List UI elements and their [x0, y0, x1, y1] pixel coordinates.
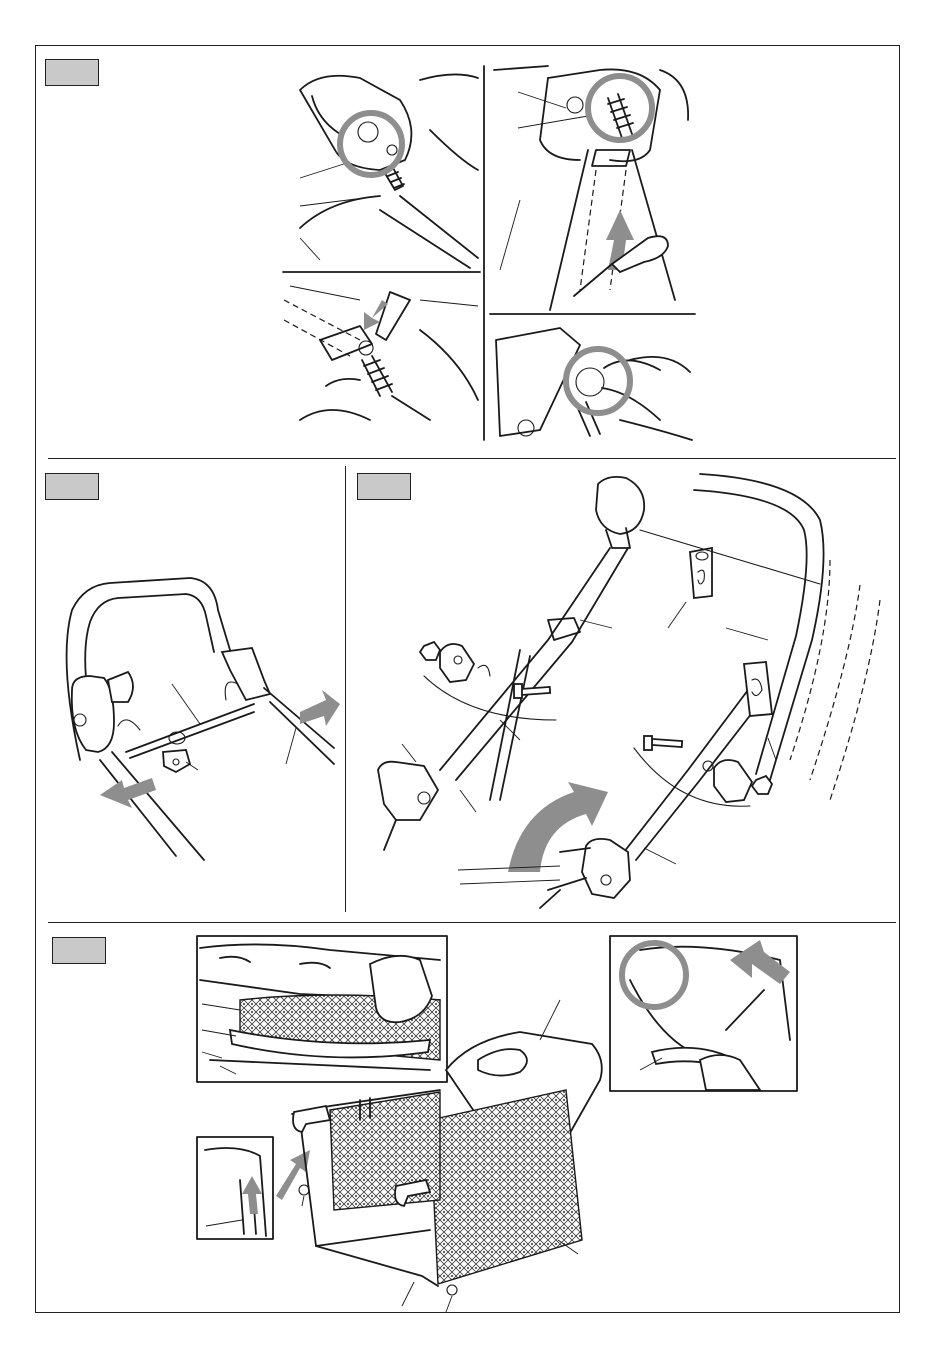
- cable-clip-icon: [163, 750, 190, 772]
- grass-bag-icon: [292, 1032, 602, 1295]
- wing-nut-icon: [752, 776, 772, 794]
- direction-arrow-icon: [364, 300, 388, 330]
- step-4-illustration: [197, 936, 797, 1312]
- hook-insertion-view: [284, 286, 478, 420]
- spring-mount-view: [300, 74, 478, 268]
- step-1-illustration: [283, 66, 695, 440]
- hooked-spring-view: [496, 328, 692, 440]
- bolt-icon: [652, 739, 682, 747]
- step-3-illustration: [378, 474, 880, 908]
- magnifier-ring-icon: [622, 943, 686, 1007]
- wing-nut-icon: [714, 760, 752, 802]
- hand-icon: [370, 956, 432, 1022]
- bolt-icon: [520, 687, 550, 695]
- wing-nut-icon: [420, 642, 440, 660]
- direction-arrow-icon: [300, 690, 340, 726]
- step-2-illustration: [67, 578, 340, 860]
- cable-clip-icon: [690, 548, 712, 598]
- wing-nut-icon: [440, 644, 474, 682]
- direction-arrow-icon: [242, 1176, 262, 1214]
- spring-hook-view: [494, 66, 688, 310]
